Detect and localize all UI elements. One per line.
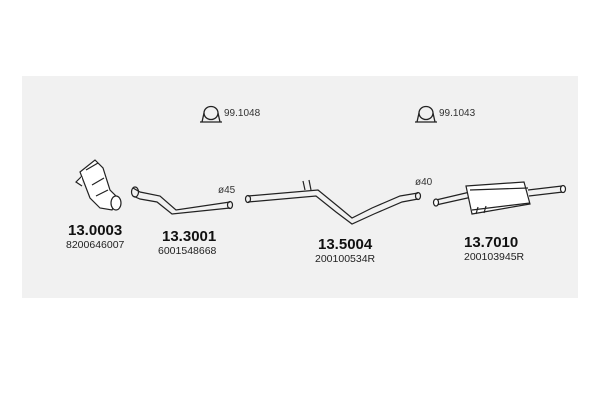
part-oem-2: 6001548668 bbox=[158, 245, 217, 257]
part-oem-1: 8200646007 bbox=[66, 239, 125, 251]
rear-silencer-part bbox=[432, 181, 567, 215]
part-code-1: 13.0003 bbox=[68, 222, 123, 239]
part-code-4: 13.7010 bbox=[464, 234, 519, 251]
clamp-icon-1 bbox=[200, 105, 222, 123]
diameter-label-1: ø45 bbox=[218, 185, 236, 196]
part-oem-3: 200100534R bbox=[315, 253, 376, 265]
front-pipe-part bbox=[130, 186, 234, 215]
catalytic-converter-part bbox=[75, 159, 122, 211]
clamp-icon-2 bbox=[415, 105, 437, 123]
part-oem-4: 200103945R bbox=[464, 251, 525, 263]
part-code-3: 13.5004 bbox=[318, 236, 373, 253]
diameter-label-2: ø40 bbox=[415, 177, 433, 188]
part-code-2: 13.3001 bbox=[162, 228, 217, 245]
clamp-label-2: 99.1043 bbox=[439, 108, 476, 119]
clamp-label-1: 99.1048 bbox=[224, 108, 261, 119]
middle-pipe-part bbox=[244, 179, 422, 225]
